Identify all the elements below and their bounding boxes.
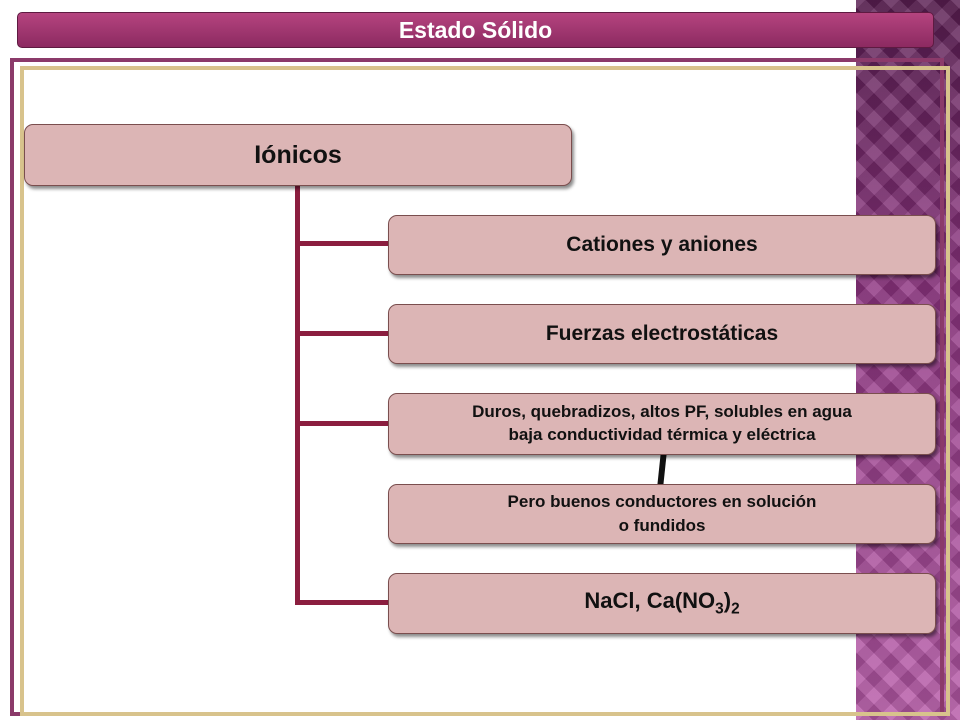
formula-subscript-2: 2 [731,600,740,618]
node-propiedades-line-1: Duros, quebradizos, altos PF, solubles e… [472,402,852,422]
node-conductores: Pero buenos conductores en solución o fu… [388,484,936,544]
inner-frame [20,66,950,716]
node-ejemplos: NaCl, Ca(NO3)2 [388,573,936,634]
connector-to-propiedades [295,421,390,426]
node-cationes-aniones: Cationes y aniones [388,215,936,275]
connector-to-ejemplos [295,600,390,605]
formula-prefix: NaCl, Ca(NO [584,588,716,614]
node-cationes-aniones-label: Cationes y aniones [566,233,758,256]
node-propiedades-line-2: baja conductividad térmica y eléctrica [508,425,816,444]
connector-to-cationes [295,241,390,246]
formula-close-paren: ) [723,588,732,614]
connector-vertical [295,186,300,605]
node-propiedades: Duros, quebradizos, altos PF, solubles e… [388,393,936,455]
node-fuerzas-electrostaticas: Fuerzas electrostáticas [388,304,936,364]
node-ionicos-label: Iónicos [254,140,342,169]
slide-title: Estado Sólido [17,12,934,48]
formula-subscript-3: 3 [715,600,724,618]
node-conductores-line-1: Pero buenos conductores en solución [507,492,817,512]
node-fuerzas-label: Fuerzas electrostáticas [545,322,779,345]
node-conductores-line-2: o fundidos [618,516,706,535]
node-ionicos: Iónicos [24,124,572,186]
slide-title-text: Estado Sólido [398,16,553,43]
connector-to-fuerzas [295,331,390,336]
node-ejemplos-formula: NaCl, Ca(NO3)2 [584,588,739,618]
